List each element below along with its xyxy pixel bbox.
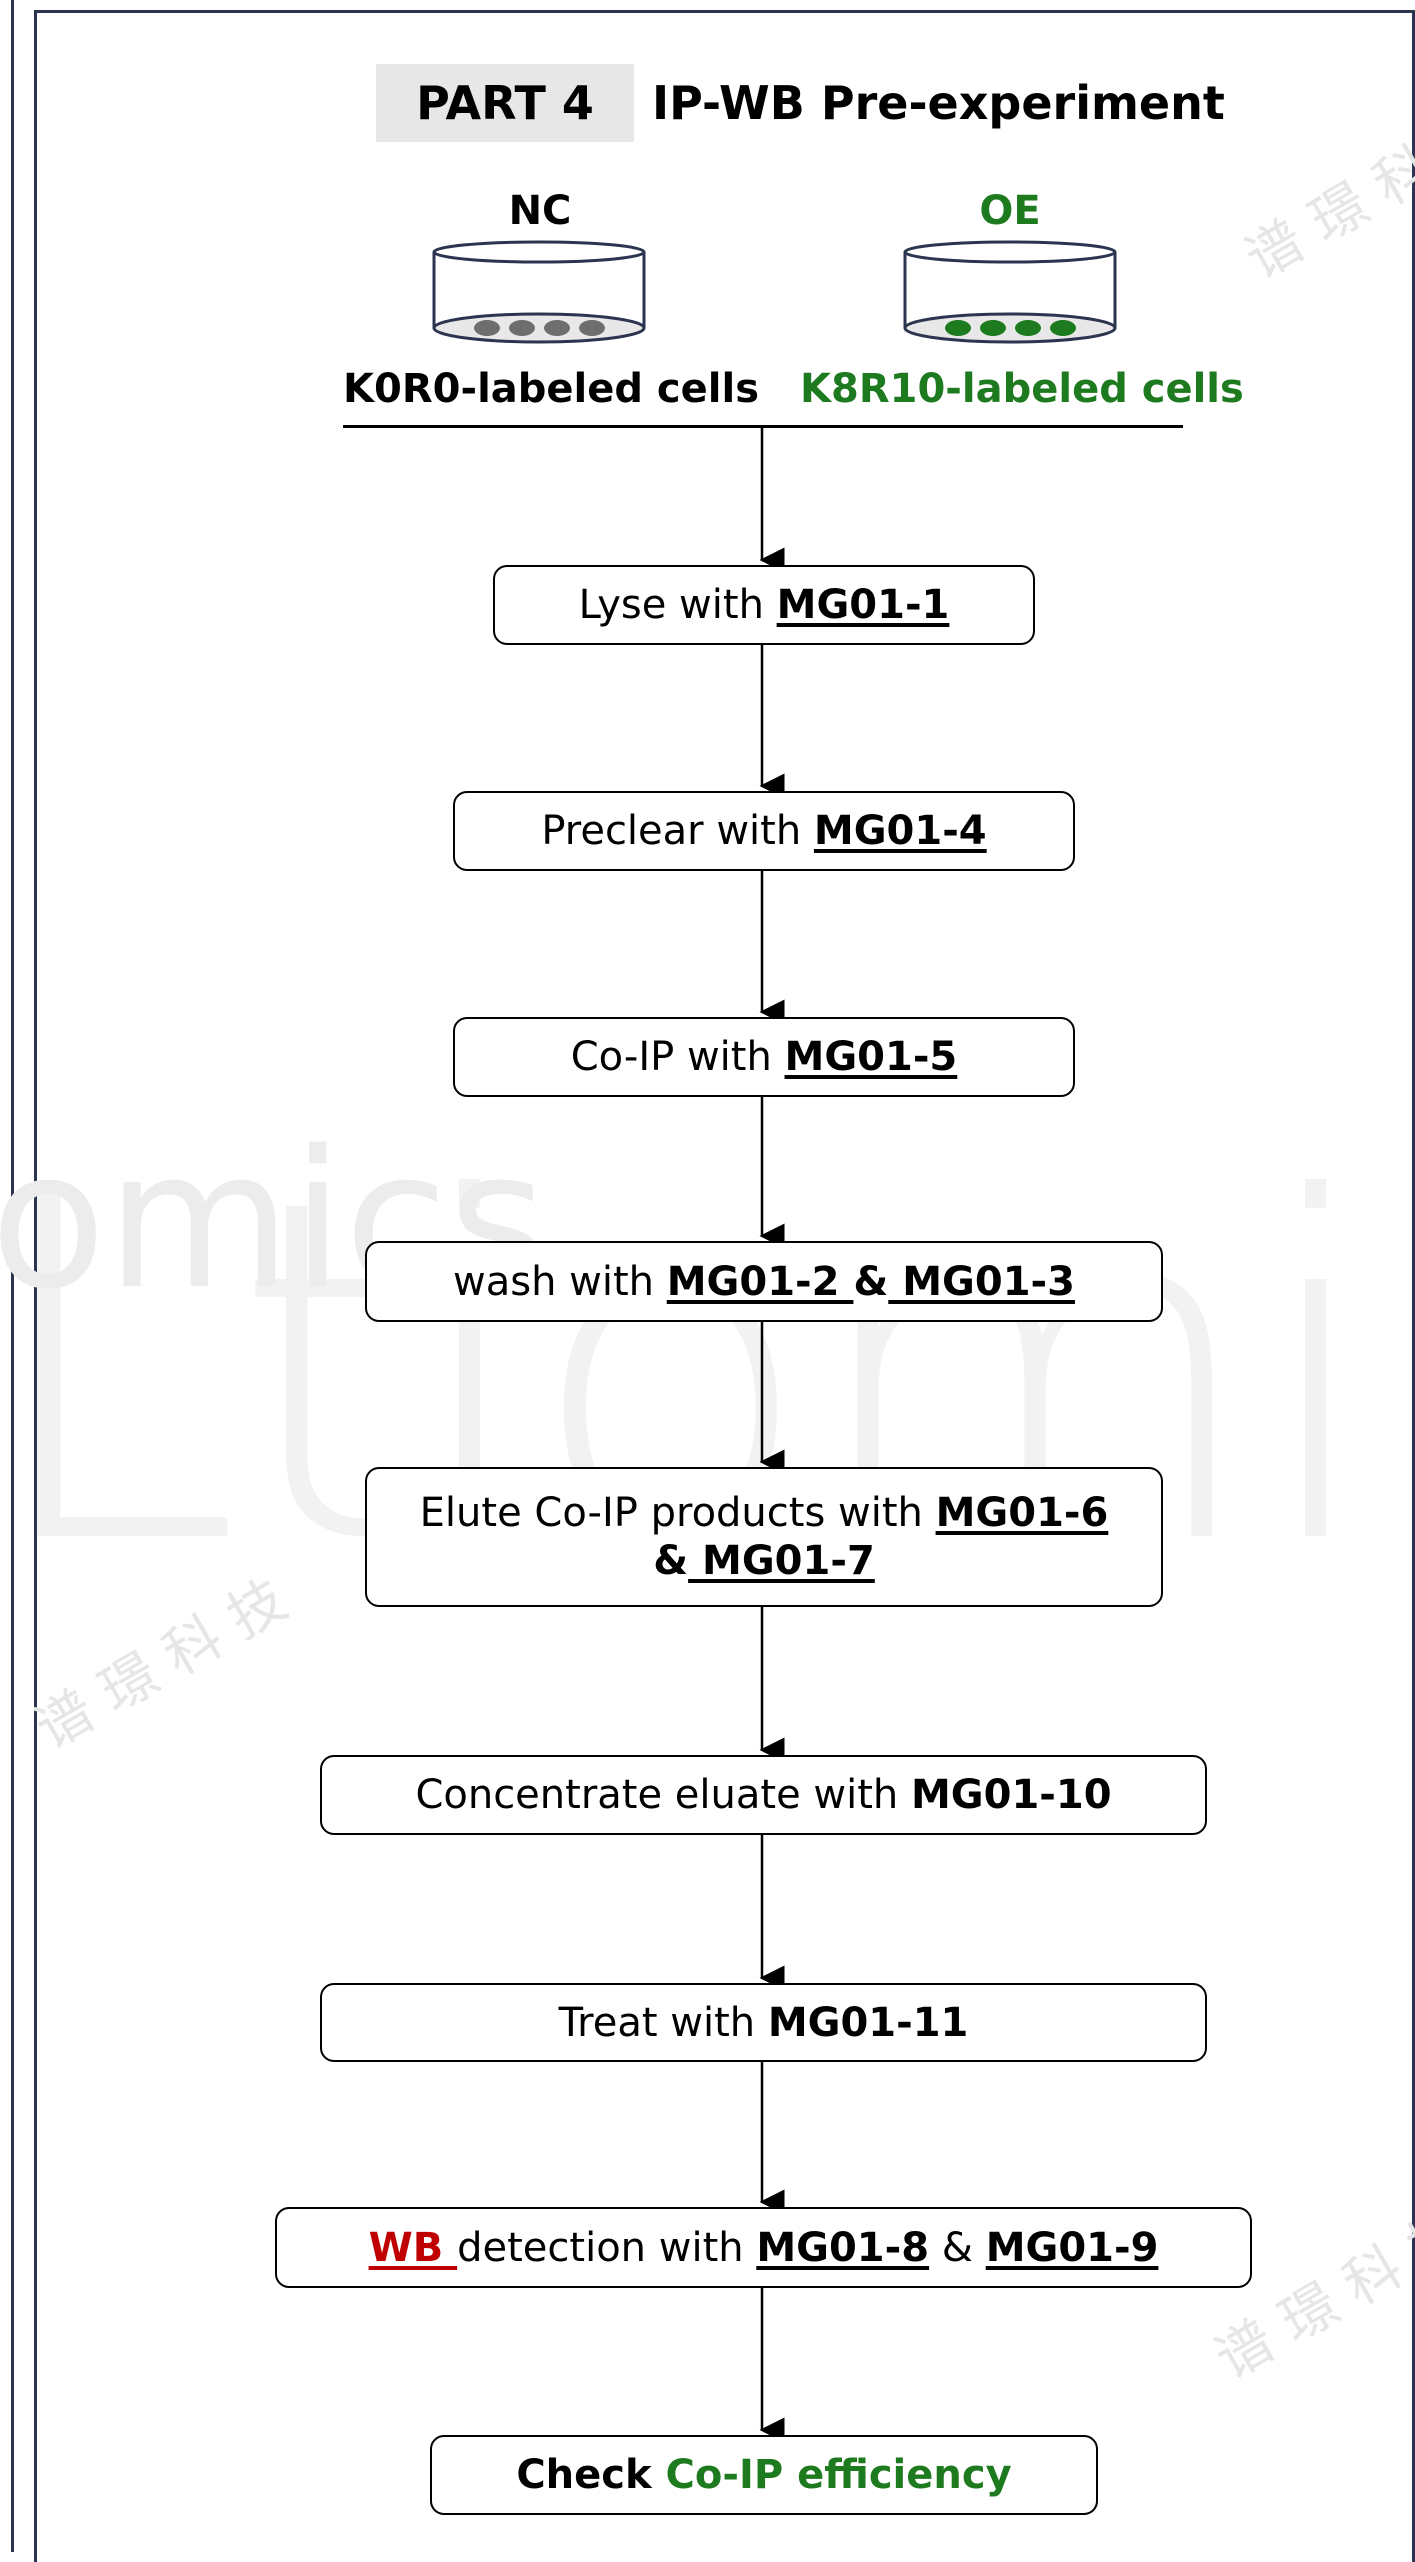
- cell-dot-icon: [544, 320, 570, 336]
- step-wash: wash with MG01-2 & MG01-3: [365, 1241, 1163, 1322]
- group-label-oe: OE: [979, 188, 1041, 234]
- part-label: PART 4: [376, 64, 634, 142]
- divider-line: [343, 425, 1183, 428]
- step-preclear: Preclear with MG01-4: [453, 791, 1075, 871]
- cell-dot-icon: [579, 320, 605, 336]
- step-treat: Treat with MG01-11: [320, 1983, 1207, 2062]
- cell-dot-icon: [509, 320, 535, 336]
- step-elute: Elute Co-IP products with MG01-6 & MG01-…: [365, 1467, 1163, 1607]
- diagram-frame: [34, 10, 1415, 2562]
- cell-dot-icon: [1050, 320, 1076, 336]
- cell-dot-icon: [474, 320, 500, 336]
- left-border: [0, 0, 14, 2552]
- group-label-nc: NC: [508, 188, 572, 234]
- culture-dish-nc-icon: [432, 240, 646, 344]
- cells-label-nc: K0R0-labeled cells: [343, 366, 759, 412]
- cell-dot-icon: [1015, 320, 1041, 336]
- culture-dishes: [432, 240, 1117, 344]
- cells-label-oe: K8R10-labeled cells: [800, 366, 1244, 412]
- step-check: Check Co-IP efficiency: [430, 2435, 1098, 2515]
- cell-dot-icon: [945, 320, 971, 336]
- step-wb-detection: WB detection with MG01-8 & MG01-9: [275, 2207, 1252, 2288]
- step-concentrate: Concentrate eluate with MG01-10: [320, 1755, 1207, 1835]
- page-title: IP-WB Pre-experiment: [652, 76, 1225, 130]
- cell-dot-icon: [980, 320, 1006, 336]
- step-coip: Co-IP with MG01-5: [453, 1017, 1075, 1097]
- culture-dish-oe-icon: [903, 240, 1117, 344]
- step-lyse: Lyse with MG01-1: [493, 565, 1035, 645]
